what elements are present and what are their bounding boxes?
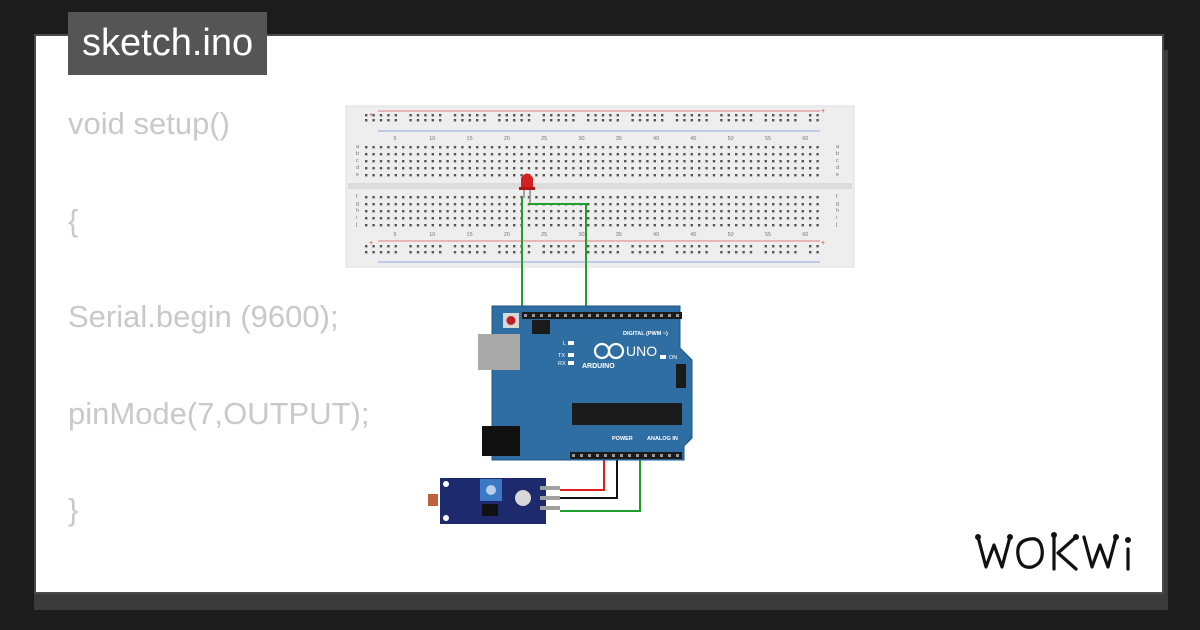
row-label: a <box>836 144 840 150</box>
photoresistor <box>428 494 438 506</box>
row-label: h <box>356 208 359 214</box>
row-label: g <box>836 201 839 207</box>
column-label: 30 <box>578 232 584 238</box>
row-label: e <box>356 172 359 178</box>
row-label: f <box>836 194 838 200</box>
on-label: ON <box>669 355 677 361</box>
column-label: 15 <box>467 136 473 142</box>
column-label: 15 <box>467 232 473 238</box>
tx-led <box>568 353 574 357</box>
row-label: d <box>356 165 359 171</box>
mount-hole <box>443 481 449 487</box>
rail-plus-label: + <box>821 108 825 115</box>
analog-label: ANALOG IN <box>647 436 678 442</box>
column-label: 55 <box>765 232 771 238</box>
column-label: 30 <box>578 136 584 142</box>
l-led <box>568 341 574 345</box>
row-label: f <box>356 194 358 200</box>
row-label: b <box>356 151 359 157</box>
column-label: 35 <box>616 232 622 238</box>
wokwi-logo <box>975 532 1131 571</box>
page-bottom <box>0 610 1200 630</box>
column-label: 5 <box>393 232 396 238</box>
row-label: i <box>356 215 357 221</box>
code-line: { <box>68 202 79 238</box>
column-label: 45 <box>690 232 696 238</box>
wires <box>521 198 641 512</box>
column-label: 25 <box>541 232 547 238</box>
wire-gnd <box>560 455 618 499</box>
row-label: j <box>355 222 357 228</box>
code-line: Serial.begin (9600); <box>68 299 339 334</box>
rx-led <box>568 361 574 365</box>
tx-label: TX <box>558 353 565 359</box>
rail-plus-label: + <box>821 240 825 247</box>
row-label: j <box>835 222 837 228</box>
wire-signal <box>560 455 641 512</box>
row-label: c <box>356 158 359 164</box>
breadboard-column-labels: 5510101515202025253030353540404545505055… <box>393 136 808 238</box>
column-label: 50 <box>728 232 734 238</box>
red-led[interactable] <box>519 173 535 205</box>
row-label: c <box>836 158 839 164</box>
column-label: 10 <box>429 136 435 142</box>
icsp-header-top <box>532 320 550 334</box>
column-label: 35 <box>616 136 622 142</box>
power-jack <box>482 426 520 456</box>
usb-port <box>478 334 520 370</box>
breadboard[interactable]: 5510101515202025253030353540404545505055… <box>345 105 855 268</box>
reset-button-cap <box>506 316 516 325</box>
l-label: L <box>563 341 566 347</box>
digital-header <box>522 312 682 319</box>
row-label: g <box>356 201 359 207</box>
power-label: POWER <box>612 436 633 442</box>
code-line: } <box>68 492 79 527</box>
board-brand: ARDUINO <box>582 363 615 370</box>
row-label: b <box>836 151 839 157</box>
on-led <box>660 355 666 359</box>
wire-led-pin7 <box>528 203 587 316</box>
rail-plus-label: + <box>369 112 373 119</box>
power-analog-header <box>570 452 682 459</box>
rail-plus-label: + <box>369 240 373 247</box>
column-label: 60 <box>802 136 808 142</box>
row-label: h <box>836 208 839 214</box>
arduino-uno-board[interactable]: UNO ARDUINO DIGITAL (PWM ~) POWER ANALOG… <box>478 305 693 461</box>
rx-label: RX <box>558 361 566 367</box>
card-bottom-edge <box>34 594 1164 610</box>
column-label: 55 <box>765 136 771 142</box>
icsp-header <box>676 364 686 388</box>
column-label: 40 <box>653 232 659 238</box>
row-label: i <box>836 215 837 221</box>
row-label: d <box>836 165 839 171</box>
comparator-ic <box>482 504 498 516</box>
code-line: pinMode(7,OUTPUT); <box>68 395 370 431</box>
column-label: 60 <box>802 232 808 238</box>
column-label: 25 <box>541 136 547 142</box>
arduino-logo-right <box>607 342 625 360</box>
column-label: 40 <box>653 136 659 142</box>
potentiometer-knob <box>486 485 496 495</box>
column-label: 10 <box>429 232 435 238</box>
breadboard-holes <box>365 114 819 254</box>
wire-vcc <box>560 455 605 491</box>
column-label: 20 <box>504 136 510 142</box>
code-line: void setup() <box>68 106 230 141</box>
row-label: a <box>356 144 360 150</box>
mount-hole <box>443 515 449 521</box>
file-tab[interactable]: sketch.ino <box>68 12 268 75</box>
column-label: 45 <box>690 136 696 142</box>
column-label: 20 <box>504 232 510 238</box>
board-model: UNO <box>626 343 657 359</box>
digital-label: DIGITAL (PWM ~) <box>623 331 668 337</box>
column-label: 50 <box>728 136 734 142</box>
sensor-chip <box>515 490 531 506</box>
column-label: 5 <box>393 136 396 142</box>
light-sensor-module[interactable] <box>428 478 560 524</box>
row-label: e <box>836 172 839 178</box>
atmega-chip <box>572 403 682 425</box>
